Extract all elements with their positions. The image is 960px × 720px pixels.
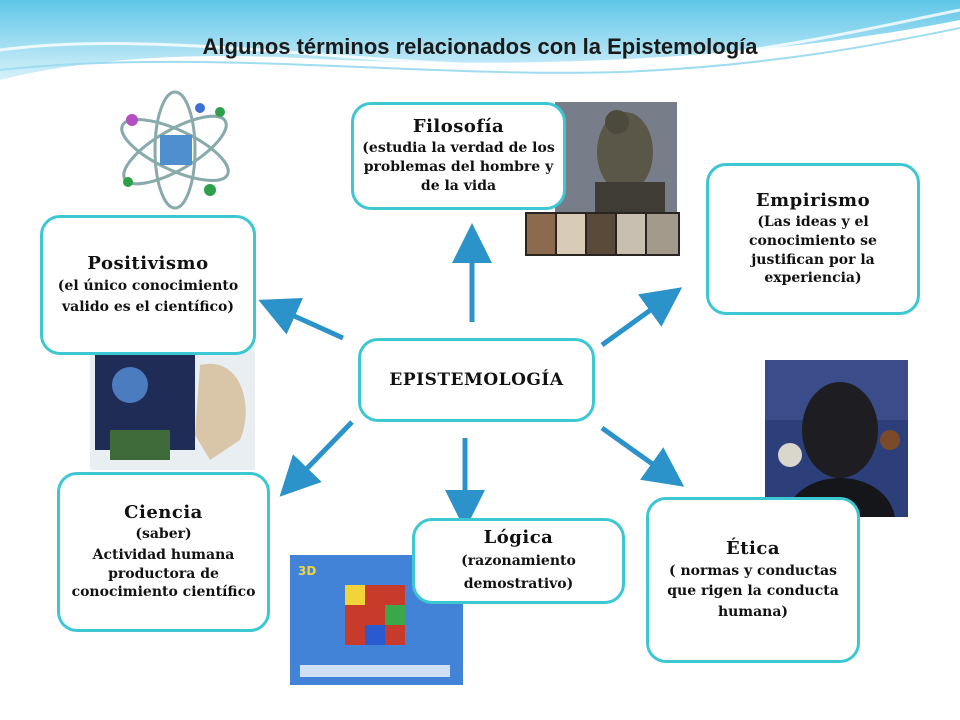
thinker-statue-picture	[555, 102, 677, 212]
logica-title: Lógica	[483, 527, 554, 549]
logica-description: (razonamiento demostrativo)	[461, 553, 576, 592]
philosophers-picture	[525, 212, 680, 256]
arrow-to-ciencia	[279, 420, 354, 497]
empirismo-description: (Las ideas y el conocimiento se justific…	[749, 213, 877, 287]
arrow-to-etica	[600, 425, 685, 487]
arrow-to-empirismo	[600, 287, 683, 348]
positivismo-description: (el único conocimiento valido es el cien…	[57, 278, 239, 315]
node-filosofia: Filosofía (estudia la verdad de los prob…	[351, 102, 566, 210]
epistemologia-label: EPISTEMOLOGÍA	[389, 370, 564, 390]
ciencia-description: Actividad humana productora de conocimie…	[71, 546, 256, 601]
node-ciencia: Ciencia (saber) Actividad humana product…	[57, 472, 270, 632]
positivismo-title: Positivismo	[87, 253, 209, 275]
filosofia-description: (estudia la verdad de los problemas del …	[362, 140, 555, 194]
science-head-picture	[90, 345, 255, 470]
etica-description: ( normas y conductas que rigen la conduc…	[667, 563, 839, 620]
ciencia-subtitle: (saber)	[135, 525, 192, 542]
page-title: Algunos términos relacionados con la Epi…	[202, 34, 758, 59]
node-epistemologia: EPISTEMOLOGÍA	[358, 338, 595, 422]
bald-man-angel-devil-picture	[765, 360, 908, 517]
filosofia-title: Filosofía	[412, 116, 505, 138]
etica-title: Ética	[726, 538, 780, 560]
arrow-to-positivismo	[258, 298, 345, 341]
ciencia-title: Ciencia	[124, 501, 203, 523]
node-empirismo: Empirismo (Las ideas y el conocimiento s…	[706, 163, 920, 315]
node-logica: Lógica (razonamiento demostrativo)	[412, 518, 625, 604]
node-etica: Ética ( normas y conductas que rigen la …	[646, 497, 860, 663]
svg-text:3D: 3D	[298, 564, 316, 578]
node-positivismo: Positivismo (el único conocimiento valid…	[40, 215, 256, 355]
empirismo-title: Empirismo	[755, 189, 871, 211]
atom-picture	[110, 90, 240, 210]
